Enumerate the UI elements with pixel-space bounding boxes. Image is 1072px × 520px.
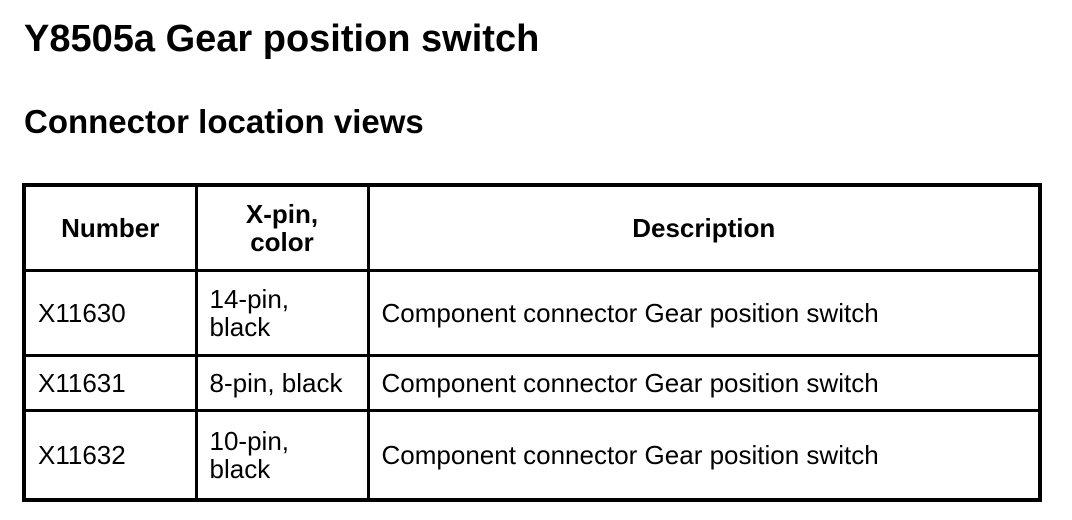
column-header-number: Number <box>22 183 198 272</box>
cell-connector-number: X11630 <box>22 268 198 357</box>
connector-table: Number X-pin, color Description X11630 1… <box>22 183 1042 503</box>
table-row: X11632 10-pin, black Component connector… <box>22 408 1042 502</box>
column-header-description: Description <box>366 183 1042 272</box>
cell-pin-color: 8-pin, black <box>194 353 370 412</box>
page-title: Y8505a Gear position switch <box>24 18 540 60</box>
cell-pin-color: 14-pin, black <box>194 268 370 357</box>
cell-pin-color: 10-pin, black <box>194 408 370 502</box>
table-row: X11631 8-pin, black Component connector … <box>22 353 1042 412</box>
cell-description: Component connector Gear position switch <box>366 268 1042 357</box>
cell-description: Component connector Gear position switch <box>366 353 1042 412</box>
table-row: X11630 14-pin, black Component connector… <box>22 268 1042 357</box>
section-heading-connector-location-views: Connector location views <box>24 102 424 140</box>
column-header-pin-color: X-pin, color <box>194 183 370 272</box>
table-header-row: Number X-pin, color Description <box>22 183 1042 272</box>
cell-description: Component connector Gear position switch <box>366 408 1042 502</box>
cell-connector-number: X11631 <box>22 353 198 412</box>
cell-connector-number: X11632 <box>22 408 198 502</box>
